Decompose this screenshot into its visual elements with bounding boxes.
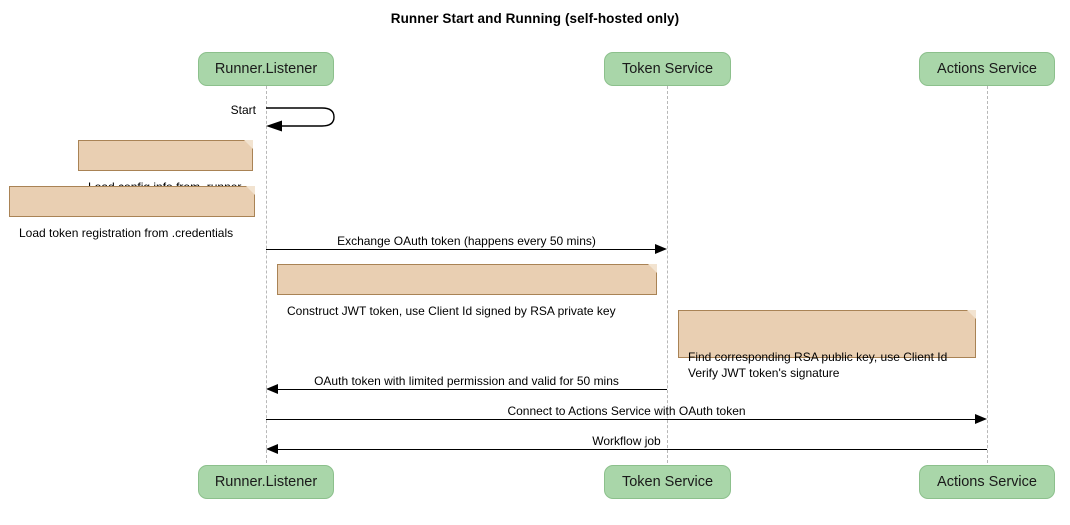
note-text: Find corresponding RSA public key, use C… [688, 350, 948, 380]
note-load-token-registration: Load token registration from .credential… [9, 186, 255, 240]
participant-label: Runner.Listener [214, 474, 318, 490]
participant-runner-listener-top[interactable]: Runner.Listener [198, 52, 334, 86]
participant-label: Token Service [621, 474, 714, 490]
message-line-oauth-token-returned [278, 389, 667, 390]
arrowhead-left-icon [266, 383, 278, 394]
note-construct-jwt-token: Construct JWT token, use Client Id signe… [277, 264, 657, 318]
participant-token-service-bottom[interactable]: Token Service [604, 465, 731, 499]
self-message-start-arrow [266, 107, 335, 132]
lifeline-runner-listener [266, 86, 267, 463]
message-line-workflow-job [278, 449, 987, 450]
note-text: Load token registration from .credential… [19, 226, 234, 240]
participant-actions-service-bottom[interactable]: Actions Service [919, 465, 1055, 499]
message-label-connect-actions-service: Connect to Actions Service with OAuth to… [507, 404, 746, 418]
participant-runner-listener-bottom[interactable]: Runner.Listener [198, 465, 334, 499]
message-label-start: Start [230, 103, 256, 117]
page-title: Runner Start and Running (self-hosted on… [390, 11, 680, 26]
note-fold-corner-icon [246, 186, 255, 195]
message-label-exchange-oauth-token: Exchange OAuth token (happens every 50 m… [337, 234, 596, 248]
arrowhead-left-icon [266, 443, 278, 454]
participant-label: Actions Service [937, 61, 1037, 77]
note-load-config-info: Load config info from .runner [78, 140, 253, 194]
note-fold-corner-icon [244, 140, 253, 149]
message-line-exchange-oauth-token [266, 249, 655, 250]
message-label-workflow-job: Workflow job [592, 434, 661, 448]
lifeline-token-service [667, 86, 668, 463]
note-text: Construct JWT token, use Client Id signe… [287, 304, 616, 318]
message-line-connect-actions-service [266, 419, 975, 420]
message-label-oauth-token-returned: OAuth token with limited permission and … [314, 374, 619, 388]
lifeline-actions-service [987, 86, 988, 463]
note-fold-corner-icon [648, 264, 657, 273]
participant-label: Actions Service [937, 474, 1037, 490]
arrowhead-right-icon [655, 243, 667, 254]
participant-label: Runner.Listener [214, 61, 318, 77]
note-find-rsa-public-key: Find corresponding RSA public key, use C… [678, 310, 976, 380]
participant-token-service-top[interactable]: Token Service [604, 52, 731, 86]
arrowhead-right-icon [975, 413, 987, 424]
note-fold-corner-icon [967, 310, 976, 319]
participant-label: Token Service [621, 61, 714, 77]
participant-actions-service-top[interactable]: Actions Service [919, 52, 1055, 86]
